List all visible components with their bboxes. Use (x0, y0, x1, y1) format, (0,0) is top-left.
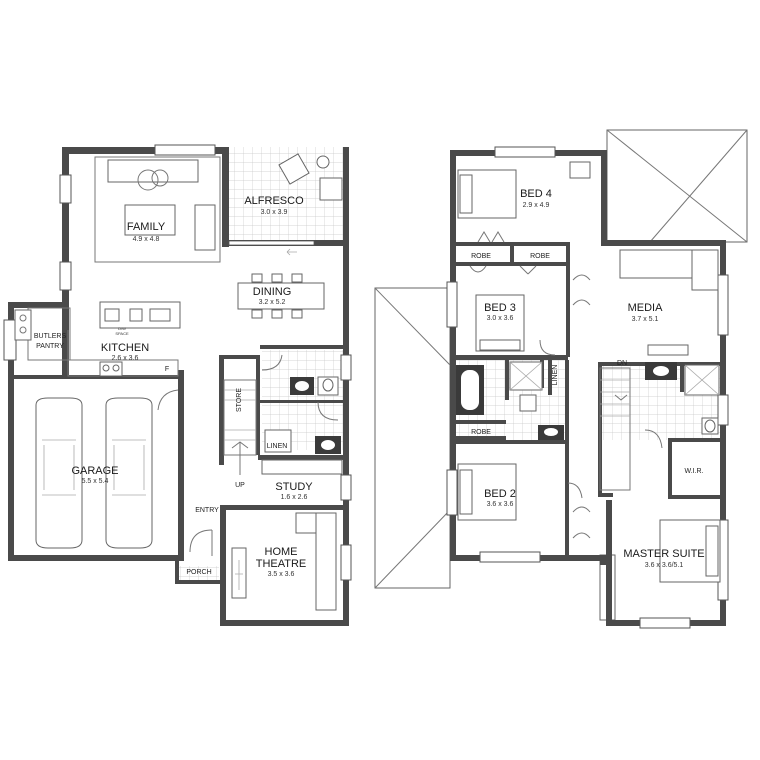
butlers-label: BUTLERS (34, 333, 67, 340)
entry-label: ENTRY (195, 507, 219, 514)
alfresco-label: ALFRESCO (244, 195, 304, 207)
ground-windows (3, 144, 352, 581)
media-dim: 3.7 x 5.1 (632, 316, 659, 323)
ground-floor (3, 144, 352, 626)
media-fixtures (572, 249, 719, 356)
robe-doors (469, 231, 537, 275)
kitchen-label: KITCHEN (101, 342, 149, 354)
family-furniture (94, 156, 221, 263)
media-label: MEDIA (628, 302, 664, 314)
master-suite-dim: 3.6 x 3.6/5.1 (645, 562, 684, 569)
porch-label: PORCH (186, 569, 211, 576)
ground-exterior-walls (8, 147, 349, 626)
entry-door (189, 529, 213, 556)
corridor-chairs (539, 339, 591, 539)
dn-label: DN (617, 360, 627, 367)
ground-stairs (223, 379, 257, 475)
family-label: FAMILY (127, 221, 166, 233)
upper-stairs (599, 367, 631, 491)
robe-bed2-label: ROBE (471, 429, 491, 436)
theatre-label: THEATRE (256, 558, 307, 570)
kitchen-dim: 2.6 x 3.6 (112, 355, 139, 362)
dining-table (237, 248, 325, 319)
upper-bathroom-fixtures (456, 361, 564, 440)
ground-bathroom-fixtures (261, 354, 341, 454)
roof-outlines (374, 129, 748, 621)
upper-windows (446, 146, 729, 629)
garage-cars (35, 389, 179, 549)
master-suite-label: MASTER SUITE (623, 548, 704, 560)
home-theatre-dim: 3.5 x 3.6 (268, 571, 295, 578)
dining-dim: 3.2 x 5.2 (259, 299, 286, 306)
up-label: UP (235, 482, 245, 489)
bed4-label: BED 4 (520, 188, 552, 200)
study-fixtures (261, 459, 343, 475)
home-label: HOME (265, 546, 298, 558)
alfresco-furniture (278, 153, 343, 201)
fridge-label: F (165, 366, 169, 373)
study-dim: 1.6 x 2.6 (281, 494, 308, 501)
labels: FAMILY 4.9 x 4.8 ALFRESCO 3.0 x 3.9 DINI… (34, 188, 705, 578)
home-theatre-fixtures (231, 512, 337, 611)
robe-bed4-a-label: ROBE (471, 253, 491, 260)
bed4-dim: 2.9 x 4.9 (523, 202, 550, 209)
bed3-dim: 3.0 x 3.6 (487, 315, 514, 322)
garage-label: GARAGE (71, 465, 118, 477)
dw-label: D/W (118, 326, 126, 331)
dining-label: DINING (253, 286, 292, 298)
linen-upper-label: LINEN (552, 365, 559, 386)
robe-bed4-b-label: ROBE (530, 253, 550, 260)
porch-tiles (175, 566, 219, 580)
bed2-label: BED 2 (484, 488, 516, 500)
ensuite-fixtures (644, 362, 720, 449)
space-label: SPACE (115, 331, 129, 336)
bed2-dim: 3.6 x 3.6 (487, 501, 514, 508)
store-label: STORE (236, 388, 243, 412)
study-label: STUDY (275, 481, 313, 493)
alfresco-dim: 3.0 x 3.9 (261, 209, 288, 216)
linen-ground-label: LINEN (267, 443, 288, 450)
family-dim: 4.9 x 4.8 (133, 236, 160, 243)
kitchen-fixtures (14, 301, 181, 377)
upper-floor (374, 129, 748, 629)
pantry-label: PANTRY (36, 343, 64, 350)
beds (457, 161, 721, 583)
wir-label: W.I.R. (684, 468, 703, 475)
bed3-label: BED 3 (484, 302, 516, 314)
garage-dim: 5.5 x 5.4 (82, 478, 109, 485)
